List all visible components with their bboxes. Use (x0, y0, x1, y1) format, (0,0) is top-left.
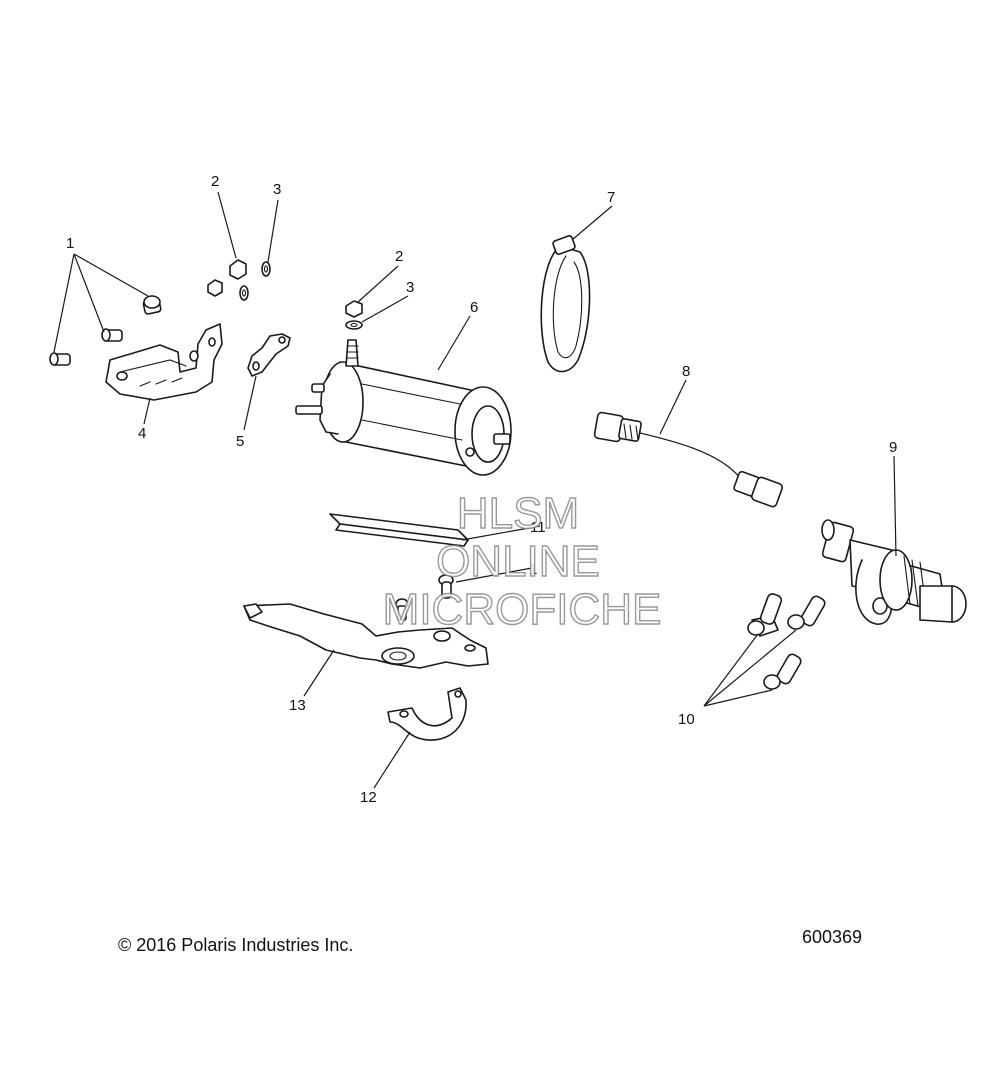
starter-drive-part-9 (821, 519, 967, 625)
callout-4: 4 (138, 425, 146, 442)
callout-3b: 3 (406, 279, 414, 296)
callout-9: 9 (889, 439, 897, 456)
pad-part-11 (329, 513, 469, 547)
rivet-part-1-lower (438, 574, 454, 599)
callout-1a: 1 (66, 235, 74, 252)
watermark-line-2: ONLINE (436, 537, 600, 586)
callout-1b: 1 (529, 561, 537, 578)
plate-part-5 (247, 333, 291, 377)
cable-part-8 (593, 411, 783, 508)
callout-13: 13 (289, 697, 306, 714)
watermark: HLSM ONLINE MICROFICHE (382, 488, 662, 634)
washer-part-3 (239, 261, 363, 330)
callout-10: 10 (678, 711, 695, 728)
starter-motor-part-6 (295, 339, 512, 476)
leader-lines (53, 191, 897, 789)
watermark-line-3: MICROFICHE (383, 585, 662, 634)
callout-5: 5 (236, 433, 244, 450)
figure-id: 600369 (802, 927, 863, 947)
callout-3a: 3 (273, 181, 281, 198)
callout-12: 12 (360, 789, 377, 806)
screw-part-10 (747, 593, 826, 690)
callout-6: 6 (470, 299, 478, 316)
copyright-notice: © 2016 Polaris Industries Inc. (118, 935, 354, 955)
mounting-plate-part-13 (243, 598, 489, 669)
callout-numbers: 1 2 3 2 3 6 4 5 7 8 9 11 1 13 10 12 (66, 173, 897, 806)
bracket-part-4 (105, 323, 223, 401)
callout-7: 7 (607, 189, 615, 206)
callout-2a: 2 (211, 173, 219, 190)
watermark-line-1: HLSM (457, 489, 579, 538)
callout-11: 11 (530, 519, 546, 536)
rivet-part-1 (49, 295, 162, 366)
callout-8: 8 (682, 363, 690, 380)
strap-clamp-part-12 (387, 687, 467, 741)
hose-clamp-part-7 (540, 235, 591, 373)
nut-part-2 (207, 259, 363, 318)
callout-2b: 2 (395, 248, 403, 265)
